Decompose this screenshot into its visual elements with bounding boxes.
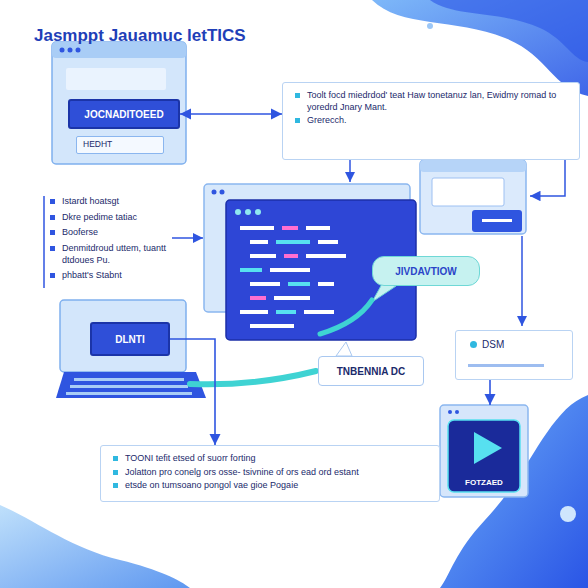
bg-dot [560,506,576,522]
bg-blob [430,0,588,62]
laptop-base [56,372,206,398]
window-dot [68,48,73,53]
node-text: TNBENNIA DC [337,366,406,377]
node-text: DSM [482,339,562,350]
window-frame [52,42,186,164]
flow-swoosh [190,371,316,384]
node-text: TOONI tefit etsed of suorr forting [113,453,429,465]
title-box: JOCNADITOEED [68,99,180,129]
window-panel [432,178,504,206]
code-lines [240,226,346,328]
window-bar [420,160,526,172]
window-dot [220,190,225,195]
window-dot [245,209,251,215]
info-box: DSM [455,330,573,380]
content-bar [66,68,166,90]
node-text: Toolt focd miedrdod' teat Haw tonetanuz … [295,90,569,113]
leader-line [530,160,565,196]
bullet-list: Istardt hoatsgtDkre pedime tatiacBoofers… [50,196,200,286]
flow-swoosh [320,300,372,334]
list-item: phbatt's Stabnt [50,270,200,282]
video-screen [448,420,520,492]
node-text: HEDHT [83,139,157,149]
laptop-screen [60,300,186,372]
video-window: FOTZAED [440,405,528,497]
node-text: Jolatton pro conelg ors osse- tsivnine o… [113,467,429,479]
callout-bubble: TNBENNIA DC [318,356,424,386]
list-bar [43,196,45,288]
window-dot [448,410,452,414]
list-item: Istardt hoatsgt [50,196,200,208]
window-dot [76,48,81,53]
bubble-tail [372,284,396,302]
connector-arrow [170,339,215,445]
connector-arrow [180,113,282,115]
leader-line [521,236,523,326]
node-text: etsde on tumsoano pongol vae gioe Pogaie [113,480,429,492]
leader-line [349,160,351,182]
window-dot [212,190,217,195]
list-item: Booferse [50,227,200,239]
list-item: Dkre pedime tatiac [50,212,200,224]
play-icon [474,432,502,464]
window-button-line [482,219,512,222]
window-dot [455,410,459,414]
bg-blob [0,505,190,588]
input-field: HEDHT [76,136,164,154]
window-frame [440,405,528,497]
connector-arrow [489,380,491,405]
bubble-tail [336,342,352,356]
node-text: FOTZAED [465,478,503,487]
diagram-title: Jasmppt Jauamuc letTICS [34,26,246,46]
window-button [472,210,522,232]
laptop-keys [66,378,192,395]
text-panel: Toolt focd miedrdod' teat Haw tonetanuz … [282,82,580,160]
bg-dot [427,23,433,29]
window-dot [235,209,241,215]
node-text: Grerecch. [295,115,569,127]
node-text: JIVDAVTIOW [395,266,456,277]
window-dot [255,209,261,215]
node-text: DLNTI [115,334,144,345]
window-dot [60,48,65,53]
callout-bubble: JIVDAVTIOW [372,256,480,286]
leader-line [172,237,203,239]
screen-box: DLNTI [90,322,170,356]
window-frame [420,160,526,234]
node-text: JOCNADITOEED [84,109,163,120]
text-panel: TOONI tefit etsed of suorr fortingJolatt… [100,445,440,502]
list-item: Denmitdroud uttem, tuantt dtdoues Pu. [50,243,200,266]
bg-blob [440,395,588,588]
